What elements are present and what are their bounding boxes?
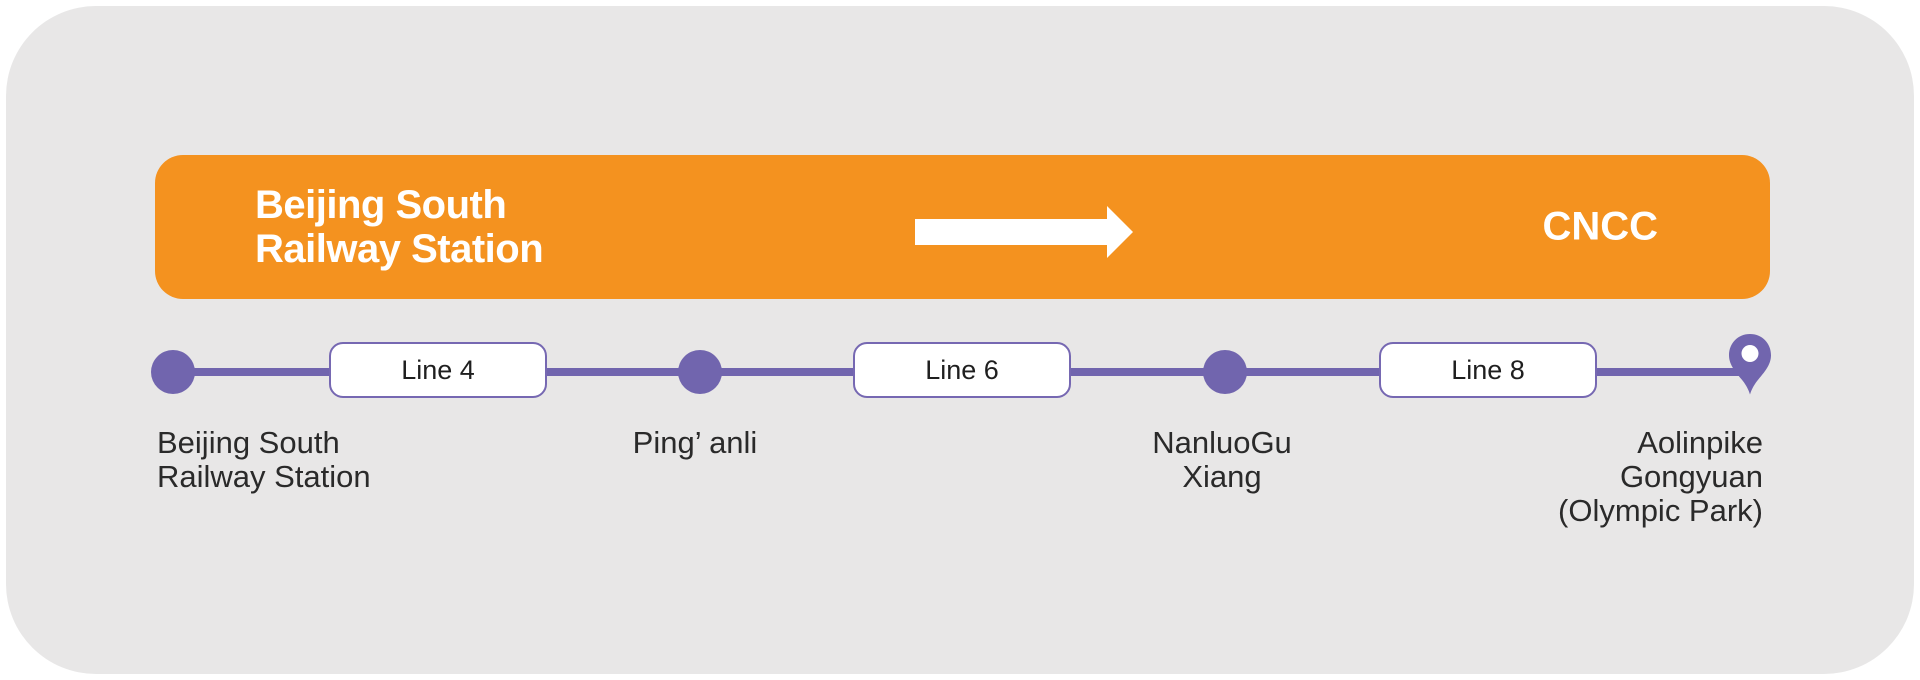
station-label-line: Xiang [1182,459,1262,494]
line-badge-6: Line 6 [853,342,1071,398]
origin-title-line2: Railway Station [255,227,544,271]
line-badge-6-label: Line 6 [925,354,999,385]
station-label-line: Railway Station [157,459,371,494]
origin-title: Beijing South Railway Station [255,183,544,271]
station-dot-pinganli [678,350,722,394]
line-badge-8-label: Line 8 [1451,354,1525,385]
station-label-line: Ping’ anli [632,425,758,460]
station-label-line: NanluoGu [1152,425,1292,460]
station-label-olympic-park: Aolinpike Gongyuan (Olympic Park) [1463,426,1763,528]
arrow-right-icon [915,206,1133,263]
station-label-line: Aolinpike [1637,425,1763,460]
station-label-pinganli: Ping’ anli [558,426,832,460]
line-badge-4: Line 4 [329,342,547,398]
line-badge-8: Line 8 [1379,342,1597,398]
line-badge-4-label: Line 4 [401,354,475,385]
origin-title-line1: Beijing South [255,183,507,227]
station-dot-nanluogu-xiang [1203,350,1247,394]
destination-title: CNCC [1542,204,1658,249]
destination-pin-icon [1728,334,1772,405]
station-label-line: Gongyuan [1619,459,1763,494]
station-label-beijing-south: Beijing South Railway Station [157,426,371,494]
station-label-line: (Olympic Park) [1558,493,1763,528]
station-label-nanluogu-xiang: NanluoGu Xiang [1085,426,1359,494]
infographic-card [6,6,1914,674]
journey-banner: Beijing South Railway Station CNCC [155,155,1770,299]
station-dot-beijing-south [151,350,195,394]
station-label-line: Beijing South [157,425,340,460]
